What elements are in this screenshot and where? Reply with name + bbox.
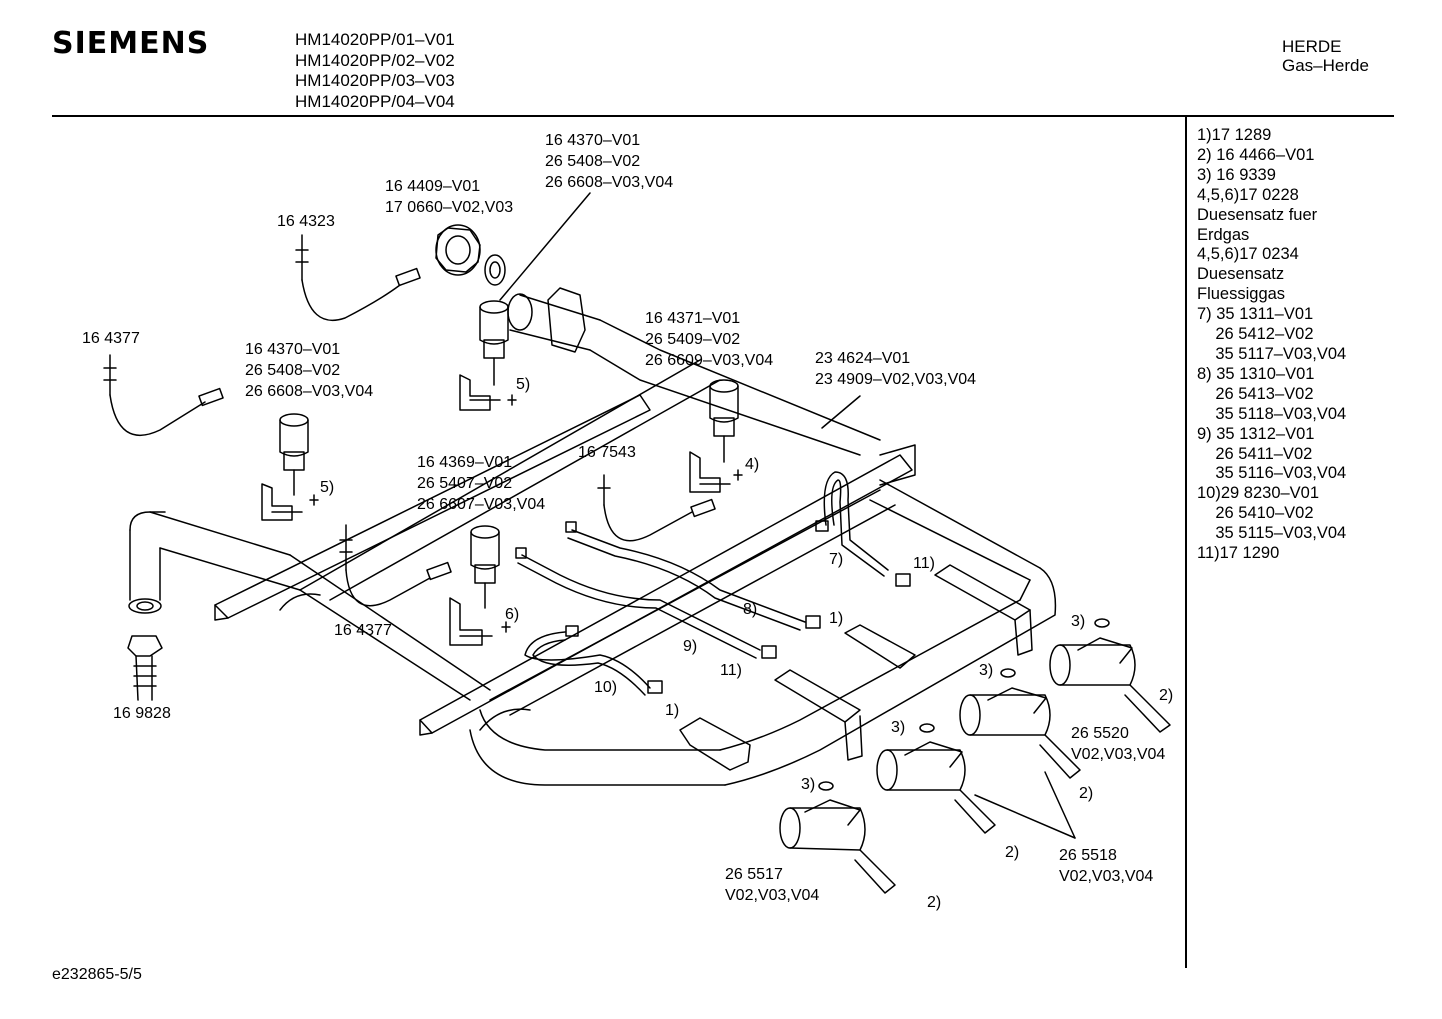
callout-label: 3) — [891, 719, 906, 736]
parts-legend: 1)17 1289 2) 16 4466–V01 3) 16 9339 4,5,… — [1197, 126, 1346, 564]
model-list: HM14020PP/01–V01 HM14020PP/02–V02 HM1402… — [295, 30, 455, 112]
callout-label: 26 5520 V02,V03,V04 — [1071, 725, 1166, 763]
callout-label: 3) — [979, 662, 994, 679]
legend-line: 9) 35 1312–V01 — [1197, 424, 1315, 443]
callout-label: 7) — [829, 551, 844, 568]
callout-label: 8) — [743, 601, 758, 618]
legend-line: 4,5,6)17 0234 — [1197, 245, 1299, 264]
legend-line: 35 5117–V03,V04 — [1197, 344, 1347, 363]
callout-label: 23 4624–V01 23 4909–V02,V03,V04 — [815, 350, 977, 388]
callout-label: 16 4377 — [82, 330, 140, 347]
model-number: HM14020PP/01–V01 — [295, 30, 455, 49]
callout-label: 3) — [1071, 613, 1086, 630]
burner-head — [449, 525, 500, 646]
legend-line: 11)17 1290 — [1197, 544, 1280, 563]
legend-line: 7) 35 1311–V01 — [1197, 305, 1314, 324]
burner-head — [689, 379, 739, 493]
callout-label: 16 7543 — [578, 444, 636, 461]
gas-tap — [959, 668, 1081, 779]
callout-label: 26 5518 V02,V03,V04 — [1059, 847, 1154, 885]
legend-line: 2) 16 4466–V01 — [1197, 145, 1315, 164]
brand-logo: SIEMENS — [52, 26, 210, 61]
model-number: HM14020PP/02–V02 — [295, 50, 455, 70]
legend-line: 3) 16 9339 — [1197, 165, 1276, 184]
callout-label: 16 4323 — [277, 213, 335, 230]
callout-label: 11) — [720, 662, 742, 679]
gas-tap — [1049, 618, 1171, 733]
callout-label: 16 9828 — [113, 705, 171, 722]
thermocouple-cables — [103, 234, 716, 607]
callout-label: 10) — [594, 679, 618, 696]
legend-line: 35 5116–V03,V04 — [1197, 464, 1347, 483]
callout-label: 2) — [927, 894, 942, 911]
legend-line: Duesensatz fuer — [1197, 205, 1318, 224]
callout-label: 2) — [1005, 844, 1020, 861]
callout-label: 5) — [320, 479, 335, 496]
gas-tap — [779, 781, 896, 894]
inlet-elbow-fitting — [127, 635, 163, 701]
gas-tap — [876, 723, 996, 834]
header-divider — [52, 115, 1394, 117]
category-line: Gas–Herde — [1282, 55, 1369, 75]
legend-line: Fluessiggas — [1197, 285, 1286, 304]
exploded-view-drawing — [103, 192, 1171, 894]
legend-line: 8) 35 1310–V01 — [1197, 364, 1315, 383]
gas-taps — [779, 618, 1171, 894]
callout-label: 3) — [801, 776, 816, 793]
callout-label: 16 4371–V01 26 5409–V02 26 6609–V03,V04 — [645, 310, 774, 369]
callout-label: 16 4409–V01 17 0660–V02,V03 — [385, 178, 514, 216]
legend-line: 1)17 1289 — [1197, 126, 1272, 144]
legend-line: 26 5412–V02 — [1197, 325, 1314, 344]
callout-label: 16 4370–V01 26 5408–V02 26 6608–V03,V04 — [245, 341, 374, 400]
legend-line: 4,5,6)17 0228 — [1197, 185, 1299, 204]
mounting-brackets — [679, 564, 1033, 771]
legend-line: 35 5118–V03,V04 — [1197, 404, 1347, 423]
model-number: HM14020PP/04–V04 — [295, 91, 455, 111]
callout-label: 16 4370–V01 26 5408–V02 26 6608–V03,V04 — [545, 132, 674, 191]
category-line: HERDE — [1282, 37, 1342, 56]
burner-head — [261, 413, 309, 521]
callout-label: 16 4377 — [334, 622, 392, 639]
leader-lines — [499, 192, 1076, 839]
burner-head — [459, 300, 509, 411]
callout-label: 26 5517 V02,V03,V04 — [725, 866, 820, 904]
legend-line: 35 5115–V03,V04 — [1197, 524, 1347, 543]
legend-divider — [1185, 116, 1187, 968]
callout-label: 16 4369–V01 26 5407–V02 26 6607–V03,V04 — [417, 454, 546, 513]
legend-line: 26 5413–V02 — [1197, 384, 1314, 403]
callout-label: 6) — [505, 606, 520, 623]
callout-label: 4) — [745, 456, 760, 473]
category: HERDE Gas–Herde — [1282, 37, 1369, 75]
callout-label: 9) — [683, 638, 698, 655]
callout-label: 5) — [516, 376, 531, 393]
legend-line: 10)29 8230–V01 — [1197, 484, 1320, 503]
callout-label: 2) — [1079, 785, 1094, 802]
callout-label: 1) — [829, 610, 844, 627]
callout-label: 2) — [1159, 687, 1174, 704]
gas-lines — [515, 471, 911, 696]
callout-label: 11) — [913, 555, 935, 572]
legend-line: Duesensatz — [1197, 265, 1285, 284]
callout-label: 1) — [665, 702, 680, 719]
document-id: e232865-5/5 — [52, 966, 142, 983]
model-number: HM14020PP/03–V03 — [295, 71, 455, 90]
legend-line: 26 5411–V02 — [1197, 444, 1313, 463]
legend-line: 26 5410–V02 — [1197, 504, 1314, 523]
gas-pipe-frame — [128, 287, 1057, 786]
nut-and-washer — [435, 224, 506, 286]
legend-line: Erdgas — [1197, 225, 1250, 244]
burner-heads — [261, 300, 743, 646]
